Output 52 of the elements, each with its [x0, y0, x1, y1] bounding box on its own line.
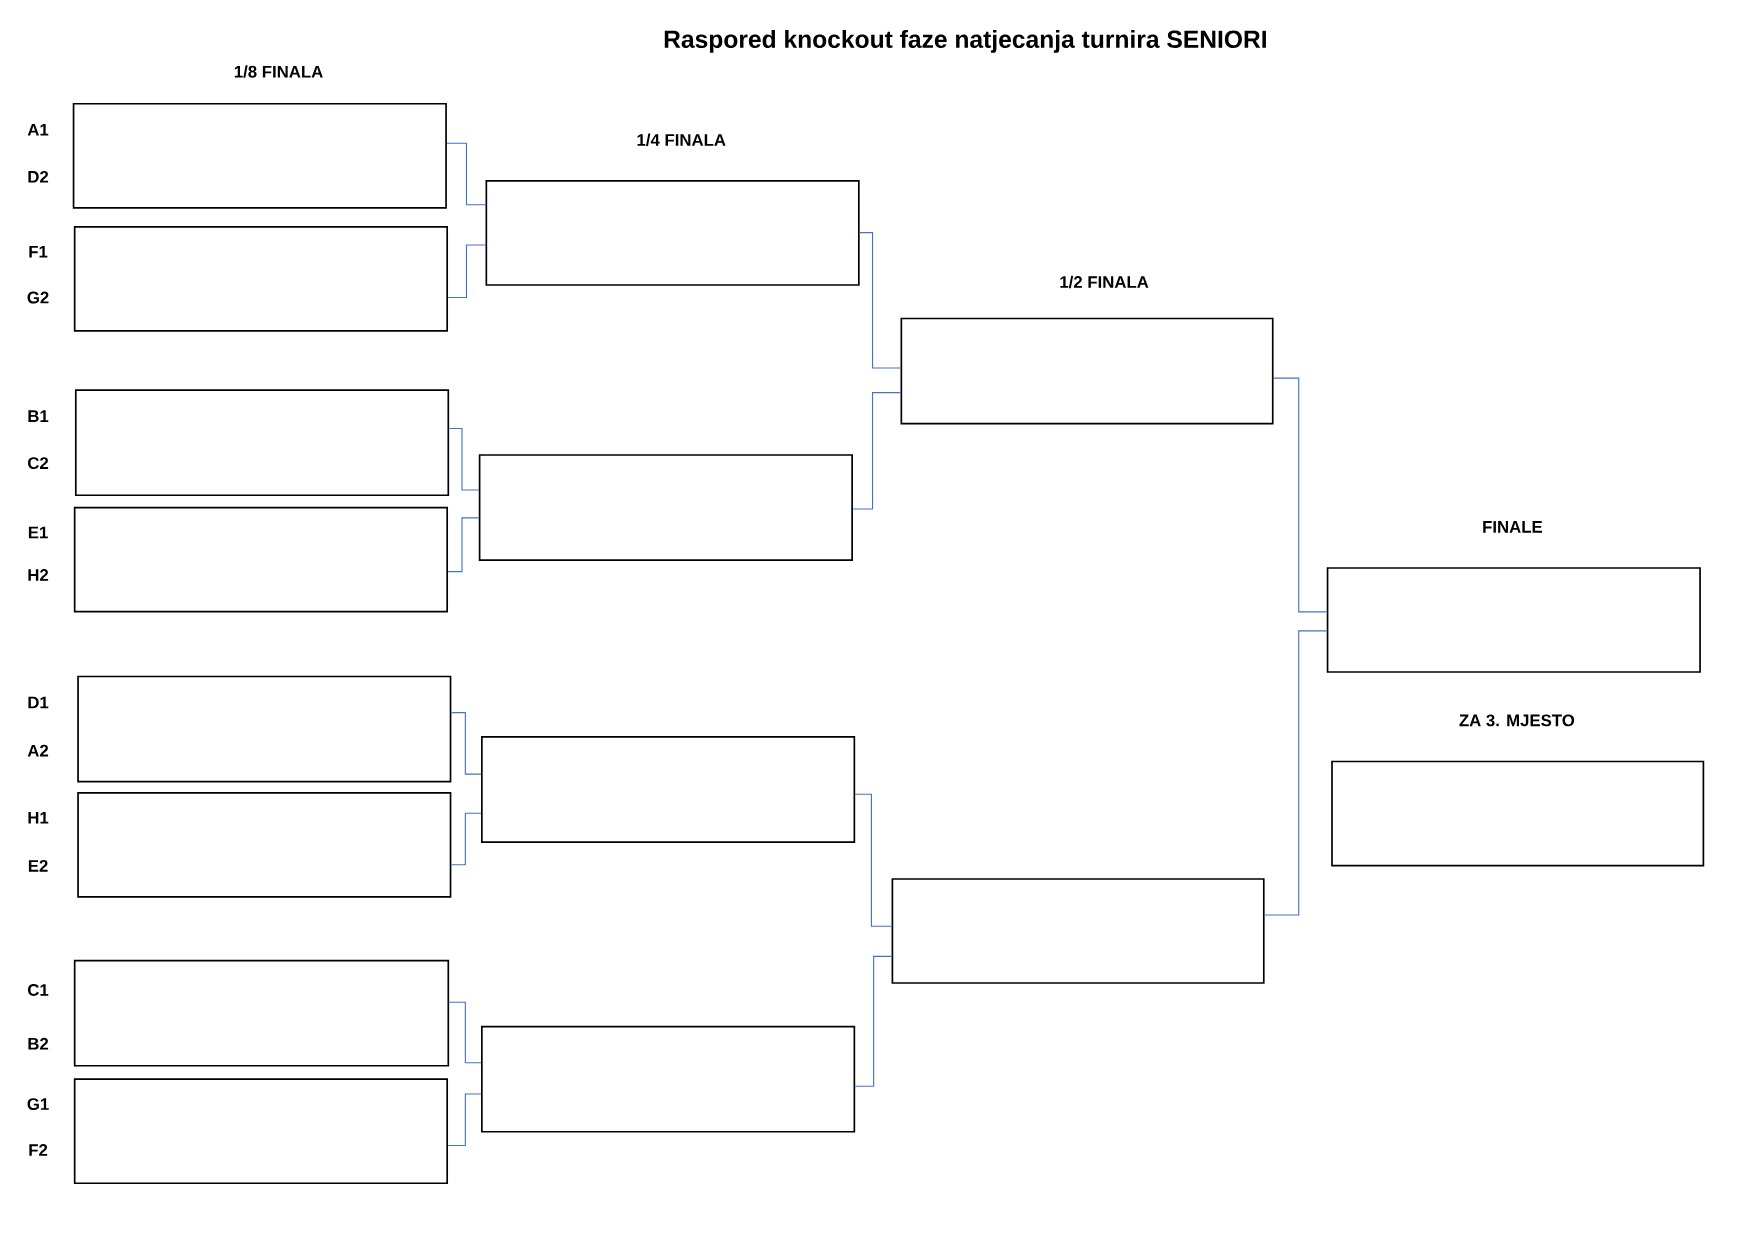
seed-label: G1: [27, 1098, 49, 1111]
seed-label: E2: [28, 860, 48, 872]
round-heading: 1/4 FINALA: [637, 133, 726, 147]
bracket-box: FINALE: [1326, 521, 1701, 674]
seed-label: D2: [28, 171, 49, 183]
seed-label: F1: [29, 246, 48, 258]
connector: [447, 1093, 482, 1147]
connector: [447, 517, 480, 573]
seed-label: F2: [29, 1144, 48, 1157]
seed-label: D1: [28, 696, 49, 709]
bracket-box: [485, 180, 860, 287]
bracket-box: [72, 103, 447, 209]
bracket-box: [481, 736, 856, 844]
seed-label: A2: [27, 744, 49, 757]
round-heading: 1/2 FINALA: [1060, 275, 1149, 289]
connector: [448, 428, 480, 491]
bracket-box: [73, 960, 450, 1067]
connector: [1264, 630, 1328, 916]
connector: [852, 392, 902, 510]
connector: [854, 956, 893, 1087]
connector: [450, 712, 482, 775]
connector: [1273, 377, 1328, 613]
bracket-box: [74, 389, 450, 497]
bracket-box: [891, 878, 1265, 985]
bracket-box: [77, 792, 452, 898]
bracket-box: [73, 1078, 448, 1185]
node-label: ZA 3. MJESTO: [1459, 714, 1575, 727]
bracket-box: [478, 454, 853, 562]
seed-label: C2: [28, 457, 49, 470]
bracket-box: [481, 1026, 856, 1133]
bracket-box: [77, 675, 452, 783]
seed-label: H1: [28, 812, 49, 824]
connector: [450, 812, 482, 866]
bracket-box: [900, 317, 1274, 425]
seed-label: B1: [28, 410, 49, 423]
connector: [446, 142, 487, 206]
seed-label: A1: [27, 124, 49, 136]
connector: [854, 793, 893, 927]
title: Raspored knockout faze natjecanja turnira SENIORI: [664, 30, 1266, 54]
bracket-box: [73, 506, 448, 613]
round-heading: 1/8 FINALA: [234, 65, 323, 79]
seed-label: H2: [28, 569, 49, 582]
seed-label: B2: [28, 1038, 49, 1050]
bracket-box: ZA 3. MJESTO: [1331, 714, 1705, 867]
connector: [448, 1001, 482, 1064]
connector: [447, 244, 487, 299]
connector: [859, 232, 902, 369]
bracket-box: [73, 226, 448, 332]
node-label: FINALE: [1483, 521, 1543, 533]
seed-label: C1: [28, 984, 49, 997]
seed-label: G2: [27, 291, 49, 304]
seed-label: E1: [28, 526, 48, 539]
